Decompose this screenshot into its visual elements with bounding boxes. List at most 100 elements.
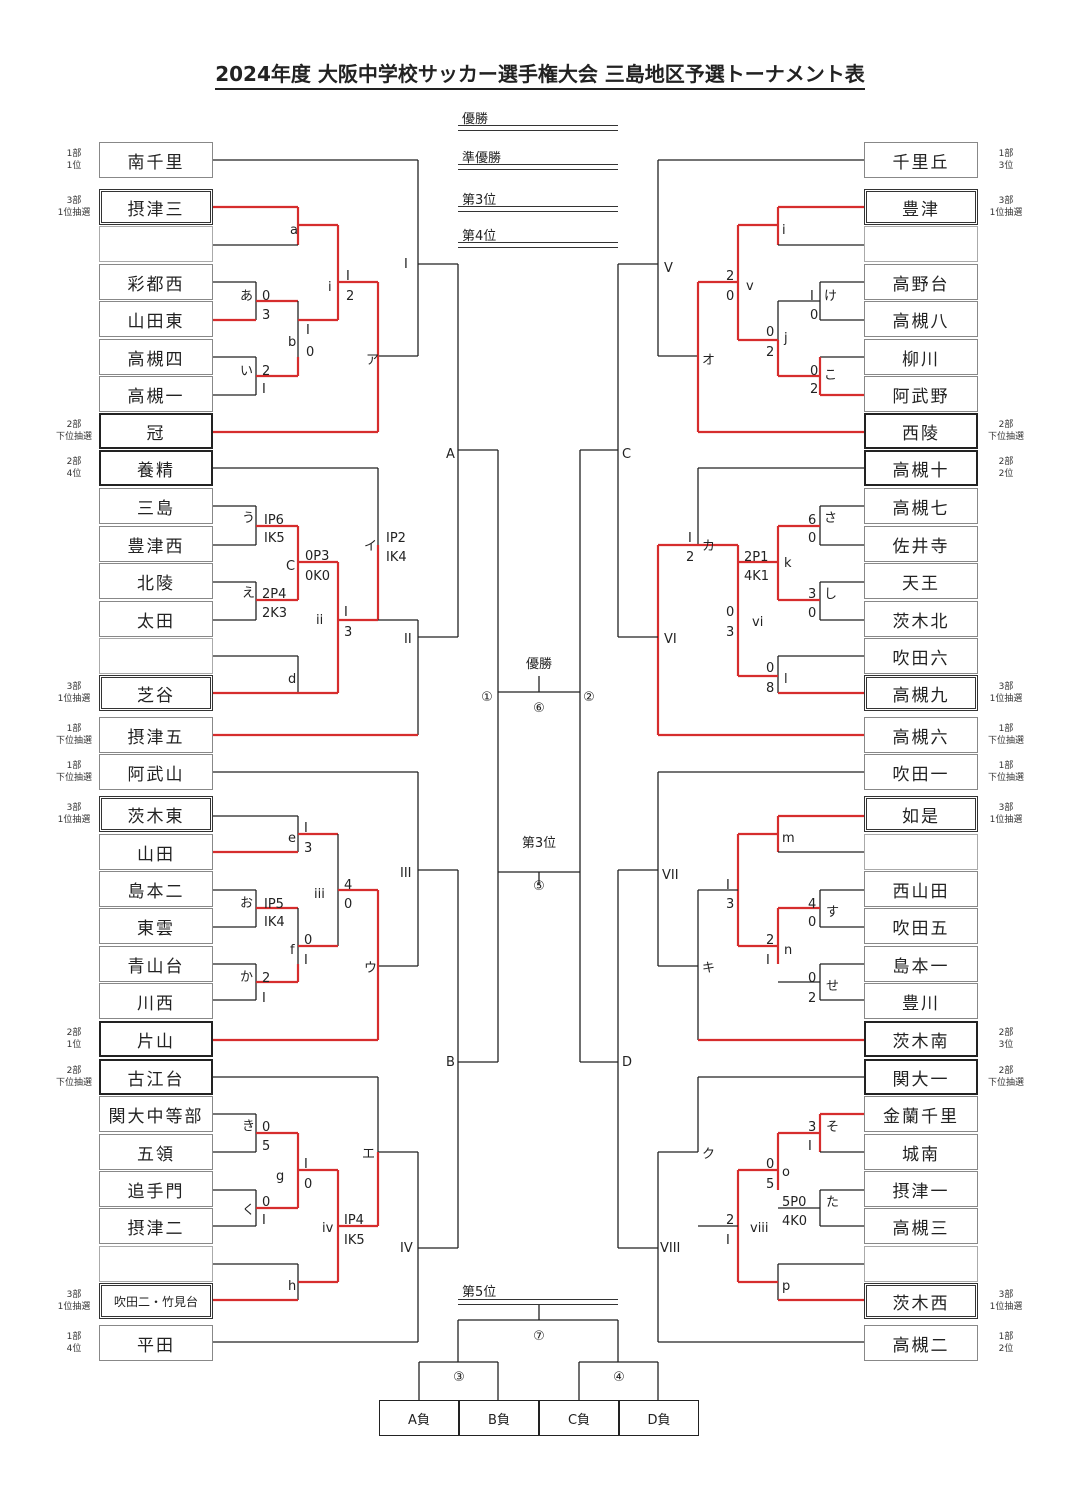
bracket-score-label: II <box>404 632 412 647</box>
bracket-score-label: I <box>808 1139 812 1154</box>
bracket-score-label: 0 <box>306 345 314 360</box>
right-team-slot: 関大一 <box>864 1059 978 1095</box>
bracket-score-label: 0P3 <box>305 549 329 564</box>
bracket-score-label: 6 <box>808 513 816 528</box>
left-team-slot: 冠 <box>99 413 213 449</box>
bracket-score-label: V <box>664 261 673 276</box>
bracket-score-label: C <box>622 447 631 462</box>
left-team-slot: 山田 <box>99 834 213 870</box>
bracket-score-label: I <box>304 821 308 836</box>
bracket-score-label: こ <box>824 368 837 383</box>
match-number-label: ④ <box>613 1370 625 1385</box>
bracket-score-label: B <box>446 1055 455 1070</box>
bracket-score-label: 4 <box>344 878 352 893</box>
match-number-label: ⑦ <box>533 1329 545 1344</box>
match-number-label: ② <box>583 690 595 705</box>
right-team-division-note: 1部 3位 <box>998 149 1014 171</box>
bracket-score-label: j <box>783 331 788 346</box>
right-team-slot: 高槻九 <box>864 675 978 711</box>
bracket-score-label: viii <box>750 1221 769 1236</box>
left-team-slot: 島本二 <box>99 871 213 907</box>
bracket-score-label: i <box>782 223 786 238</box>
bracket-score-label: 0 <box>808 915 816 930</box>
rank-winner-line <box>458 125 618 131</box>
bracket-score-label: I <box>346 269 350 284</box>
left-team-slot: 彩都西 <box>99 264 213 300</box>
right-team-division-note: 2部 下位抽選 <box>987 1066 1024 1088</box>
rank-winner-label: 優勝 <box>462 112 489 127</box>
right-team-slot: 西山田 <box>864 871 978 907</box>
bracket-score-label: 2 <box>262 971 270 986</box>
left-team-slot: 五領 <box>99 1134 213 1170</box>
bracket-score-label: 4 <box>808 897 816 912</box>
bracket-score-label: あ <box>240 289 253 304</box>
right-team-slot: 高槻七 <box>864 488 978 524</box>
bracket-score-label: I <box>304 953 308 968</box>
right-team-division-note: 2部 3位 <box>998 1028 1014 1050</box>
right-team-slot: 吹田五 <box>864 908 978 944</box>
bracket-score-label: そ <box>826 1120 839 1135</box>
bracket-score-label: I <box>344 605 348 620</box>
left-team-slot: 摂津二 <box>99 1208 213 1244</box>
rank-third-line <box>458 206 618 212</box>
bracket-score-label: I <box>404 257 408 272</box>
bracket-score-label: 0 <box>808 971 816 986</box>
right-team-slot: 島本一 <box>864 946 978 982</box>
bracket-score-label: iii <box>314 887 325 902</box>
bracket-score-label: C <box>286 559 295 574</box>
right-team-division-note: 1部 下位抽選 <box>987 724 1024 746</box>
bracket-score-label: IK5 <box>264 531 285 546</box>
left-team-slot <box>99 226 213 262</box>
right-team-slot: 高槻二 <box>864 1325 978 1361</box>
right-team-slot: 城南 <box>864 1134 978 1170</box>
bracket-score-label: 4K0 <box>782 1214 807 1229</box>
bracket-score-label: v <box>746 279 754 294</box>
right-team-division-note: 1部 2位 <box>998 1332 1014 1354</box>
left-team-slot <box>99 1246 213 1282</box>
bracket-score-label: vi <box>752 615 763 630</box>
left-team-slot: 豊津西 <box>99 526 213 562</box>
bracket-score-label: し <box>824 587 837 602</box>
left-team-slot: 高槻四 <box>99 339 213 375</box>
rank-fourth-line <box>458 242 618 248</box>
rank-third-label: 第3位 <box>462 193 497 208</box>
left-team-slot: 山田東 <box>99 301 213 337</box>
bracket-score-label: 0 <box>304 1177 312 1192</box>
left-team-division-note: 1部 1位 <box>66 149 82 171</box>
bracket-score-label: 0 <box>262 1120 270 1135</box>
bracket-score-label: I <box>726 1233 730 1248</box>
left-team-slot: 阿武山 <box>99 754 213 790</box>
bracket-score-label: 2P4 <box>262 587 286 602</box>
bracket-score-label: 0K0 <box>305 569 330 584</box>
rank-fifth-line <box>458 1299 618 1305</box>
right-team-division-note: 3部 1位抽選 <box>989 682 1023 704</box>
right-team-slot: 高槻八 <box>864 301 978 337</box>
bracket-score-label: 2 <box>808 991 816 1006</box>
bracket-score-label: 8 <box>766 681 774 696</box>
left-team-division-note: 3部 1位抽選 <box>57 682 91 704</box>
bracket-score-label: カ <box>702 539 715 554</box>
bracket-score-label: ii <box>316 613 323 628</box>
bracket-score-label: 3 <box>262 308 270 323</box>
bracket-score-label: IP2 <box>386 531 406 546</box>
bracket-score-label: 3 <box>304 841 312 856</box>
bracket-score-label: 2K3 <box>262 606 287 621</box>
bracket-score-label: III <box>400 866 412 881</box>
right-team-division-note: 3部 1位抽選 <box>989 1290 1023 1312</box>
right-team-slot: 柳川 <box>864 339 978 375</box>
left-team-division-note: 1部 4位 <box>66 1332 82 1354</box>
bracket-score-label: き <box>242 1119 255 1134</box>
bracket-score-label: 4K1 <box>744 569 769 584</box>
bracket-score-label: ウ <box>364 961 377 976</box>
bracket-score-label: 2P1 <box>744 550 768 565</box>
bracket-score-label: 0 <box>766 1157 774 1172</box>
left-team-division-note: 2部 1位 <box>66 1028 82 1050</box>
left-team-slot: 養精 <box>99 450 213 486</box>
bracket-score-label: I <box>688 531 692 546</box>
bracket-score-label: VI <box>664 632 677 647</box>
right-team-slot: 西陵 <box>864 413 978 449</box>
bracket-score-label: ア <box>366 353 379 368</box>
bracket-score-label: 0 <box>808 606 816 621</box>
bracket-score-label: I <box>306 323 310 338</box>
bracket-score-label: 0 <box>726 289 734 304</box>
